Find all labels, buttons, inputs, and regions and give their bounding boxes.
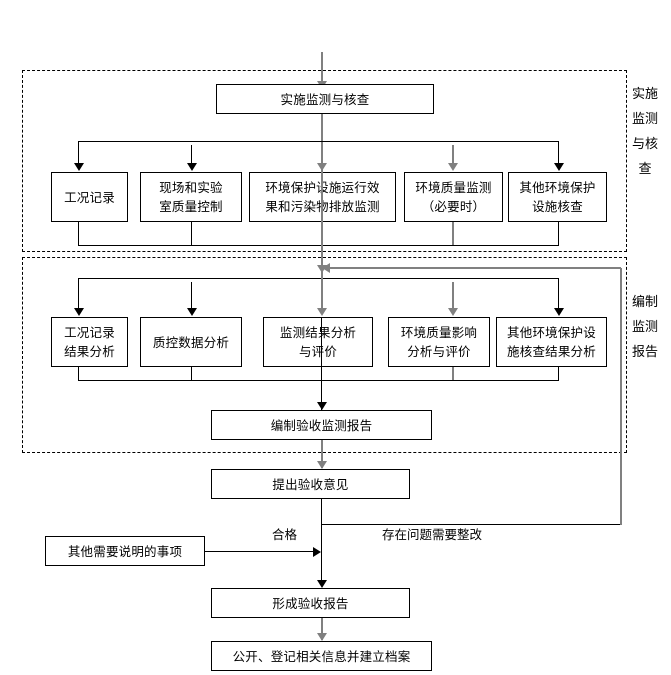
edge-entry-line	[321, 52, 323, 84]
edge-form-to-publish	[321, 618, 323, 640]
node-row2-4[interactable]: 环境质量影响 分析与评价	[388, 317, 490, 367]
node-form-report-text: 形成验收报告	[272, 595, 349, 611]
node-row1-5-line-2: 设施核查	[532, 199, 583, 214]
node-row1-2-line-2: 室质量控制	[159, 199, 223, 214]
node-row2-5-line-2: 施核查结果分析	[507, 344, 596, 359]
bus-row2-branch-3	[321, 272, 323, 312]
bus-row1-branch-1	[78, 141, 79, 167]
edge-rectify-return	[330, 267, 621, 269]
bus-row2-arrow-3	[317, 308, 327, 316]
edge-label-pass: 合格	[272, 527, 298, 542]
bus-row2-arrow-1	[74, 308, 84, 316]
edge-compile-to-opinion	[321, 440, 323, 468]
merge2-branch-1	[78, 367, 79, 381]
node-implement-text: 实施监测与核查	[280, 91, 370, 107]
merge2-branch-2	[191, 367, 192, 381]
node-row1-1-line-1: 工况记录	[64, 189, 115, 205]
edge-rectify-horizontal	[321, 524, 621, 525]
spine-row1-to-section2	[321, 172, 323, 272]
node-row1-5[interactable]: 其他环境保护 设施核查	[508, 172, 607, 222]
node-form-report[interactable]: 形成验收报告	[211, 588, 410, 618]
edge-form-to-publish-arrow	[317, 633, 327, 641]
edge-other-matters-line	[205, 551, 315, 552]
bus-row2-branch-1	[78, 278, 79, 312]
edge-compile-to-opinion-arrow	[317, 461, 327, 469]
node-row1-4-line-1: 环境质量监测	[415, 180, 492, 195]
bus-row2-distribute	[78, 278, 559, 279]
bus-row2-branch-4	[452, 282, 454, 312]
bus-row1-arrow-2	[187, 163, 197, 171]
bus-row1-branch-2	[191, 145, 192, 167]
edge-rectify-arrow	[322, 263, 330, 273]
merge2-branch-5	[558, 367, 559, 381]
node-row2-3-line-1: 监测结果分析	[279, 325, 357, 340]
section-2-boundary	[22, 257, 627, 453]
node-propose-opinion[interactable]: 提出验收意见	[211, 469, 410, 499]
node-row2-1-line-2: 结果分析	[64, 344, 115, 359]
bus-row2-branch-5	[558, 278, 559, 312]
node-row2-2-line-1: 质控数据分析	[152, 334, 230, 350]
node-row2-5-line-1: 其他环境保护设	[507, 325, 596, 340]
node-row1-5-line-1: 其他环境保护	[519, 180, 596, 195]
merge2-branch-4	[452, 367, 454, 381]
node-compile-report[interactable]: 编制验收监测报告	[211, 410, 432, 440]
bus-row1-merge	[78, 245, 559, 246]
bus-row1-branch-5	[558, 141, 559, 167]
node-row1-4[interactable]: 环境质量监测 （必要时）	[404, 172, 503, 222]
node-row1-2[interactable]: 现场和实验 室质量控制	[140, 172, 242, 222]
bus-row1-distribute	[78, 141, 559, 142]
node-publish[interactable]: 公开、登记相关信息并建立档案	[211, 641, 432, 671]
node-row2-3-line-2: 与评价	[298, 344, 338, 359]
node-publish-text: 公开、登记相关信息并建立档案	[232, 648, 411, 664]
section-1-label: 实施监测与核查	[632, 87, 659, 177]
bus-row2-arrow-5	[554, 308, 564, 316]
bus-row1-arrow-5	[554, 163, 564, 171]
bus-row1-arrow-4	[448, 163, 458, 171]
spine-compile-arrow	[317, 402, 327, 410]
node-compile-report-text: 编制验收监测报告	[270, 417, 373, 433]
node-row2-5[interactable]: 其他环境保护设 施核查结果分析	[496, 317, 607, 367]
node-other-matters-text: 其他需要说明的事项	[67, 543, 183, 559]
edge-rectify-vertical	[620, 268, 622, 525]
node-row2-4-line-2: 分析与评价	[407, 344, 471, 359]
edge-implement-arrow	[317, 163, 327, 171]
bus-row2-arrow-2	[187, 308, 197, 316]
node-propose-opinion-text: 提出验收意见	[272, 476, 349, 492]
node-implement[interactable]: 实施监测与核查	[216, 84, 434, 114]
node-row1-1[interactable]: 工况记录	[51, 172, 128, 222]
node-row2-4-line-1: 环境质量影响	[400, 325, 478, 340]
section-2-label: 编制监测报告	[632, 295, 659, 360]
merge1-branch-4	[452, 222, 454, 246]
node-row2-1-line-1: 工况记录	[64, 325, 115, 340]
bus-row1-branch-4	[452, 145, 454, 167]
edge-pass-down	[321, 499, 322, 585]
node-row1-2-line-1: 现场和实验	[159, 180, 223, 195]
bus-row2-arrow-4	[448, 308, 458, 316]
merge1-branch-5	[558, 222, 559, 246]
bus-row1-arrow-1	[74, 163, 84, 171]
merge1-branch-1	[78, 222, 79, 246]
edge-other-matters-arrow	[313, 547, 321, 557]
node-other-matters[interactable]: 其他需要说明的事项	[45, 536, 205, 566]
node-row2-2[interactable]: 质控数据分析	[140, 317, 242, 367]
section-1-boundary	[22, 70, 627, 252]
bus-row2-branch-2	[191, 282, 192, 312]
edge-pass-arrow	[317, 580, 327, 588]
edge-implement-down	[321, 114, 323, 172]
node-row2-1[interactable]: 工况记录 结果分析	[51, 317, 128, 367]
node-row1-4-line-2: （必要时）	[421, 199, 486, 214]
spine-row2-to-compile	[321, 317, 322, 410]
bus-row2-merge	[78, 380, 559, 381]
edge-label-rectify: 存在问题需要整改	[382, 527, 483, 542]
node-row2-3[interactable]: 监测结果分析 与评价	[263, 317, 373, 367]
merge1-branch-2	[191, 222, 192, 246]
